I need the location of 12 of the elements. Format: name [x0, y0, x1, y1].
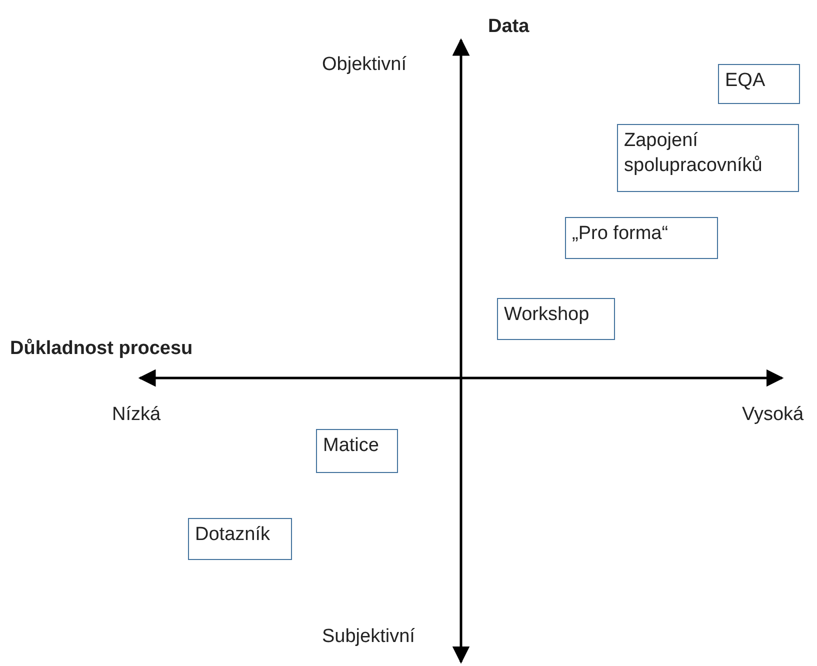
- axis-end-label: Vysoká: [742, 404, 804, 426]
- category-box: EQA: [718, 64, 800, 104]
- axis-title: Data: [488, 16, 530, 38]
- category-box: Matice: [316, 429, 398, 473]
- category-box: Dotazník: [188, 518, 292, 560]
- axis-title: Důkladnost procesu: [10, 338, 193, 360]
- category-box: Workshop: [497, 298, 615, 340]
- axis-end-label: Subjektivní: [322, 626, 415, 648]
- category-box: Zapojení spolupracovníků: [617, 124, 799, 192]
- category-box: „Pro forma“: [565, 217, 718, 259]
- axis-end-label: Nízká: [112, 404, 161, 426]
- axis-end-label: Objektivní: [322, 54, 406, 76]
